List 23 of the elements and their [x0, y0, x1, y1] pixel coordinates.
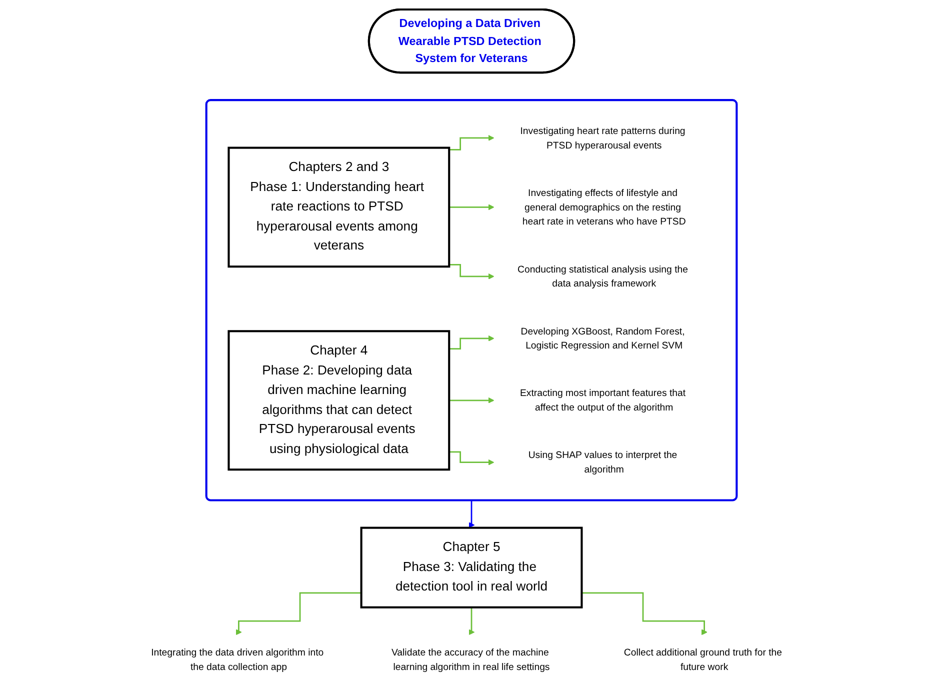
arrow: [449, 397, 494, 404]
node-box: Chapters 2 and 3 Phase 1: Understanding heart rate reactions to PTSD hyperarousal events among veterans: [228, 146, 450, 268]
node-text: Investigating effects of lifestyle and general demographics on the resting heart rate in veterans who have PTSD: [522, 186, 686, 227]
node-text: Using SHAP values to interpret the algorithm: [528, 449, 678, 475]
node-text: Integrating the data driven algorithm into the data collection app: [151, 646, 324, 672]
arrow: [449, 264, 494, 280]
arrow: [468, 500, 475, 528]
arrow: [449, 134, 494, 150]
arrow: [449, 451, 494, 466]
arrow: [582, 592, 708, 636]
node-text: Conducting statistical analysis using the data analysis framework: [518, 263, 688, 289]
node-text: Investigating heart rate patterns during PTSD hyperarousal events: [520, 124, 686, 150]
arrow: [449, 335, 494, 350]
cluster: [205, 99, 738, 502]
arrow: [236, 592, 362, 636]
node-box: Chapter 4 Phase 2: Developing data driven machine learning algorithms that can detect PTSD hyperarousal events using physiological data: [228, 330, 450, 471]
node-text: Developing XGBoost, Random Forest, Logistic Regression and Kernel SVM: [520, 325, 685, 351]
node-box: Chapter 5 Phase 3: Validating the detection tool in real world: [360, 526, 583, 608]
node-text: Extracting most important features that affect the output of the algorithm: [520, 387, 686, 413]
node-text: Collect additional ground truth for the future work: [624, 646, 782, 672]
arrow: [468, 606, 475, 636]
arrow: [449, 204, 494, 210]
node-text: Validate the accuracy of the machine learning algorithm in real life settings: [391, 646, 550, 672]
